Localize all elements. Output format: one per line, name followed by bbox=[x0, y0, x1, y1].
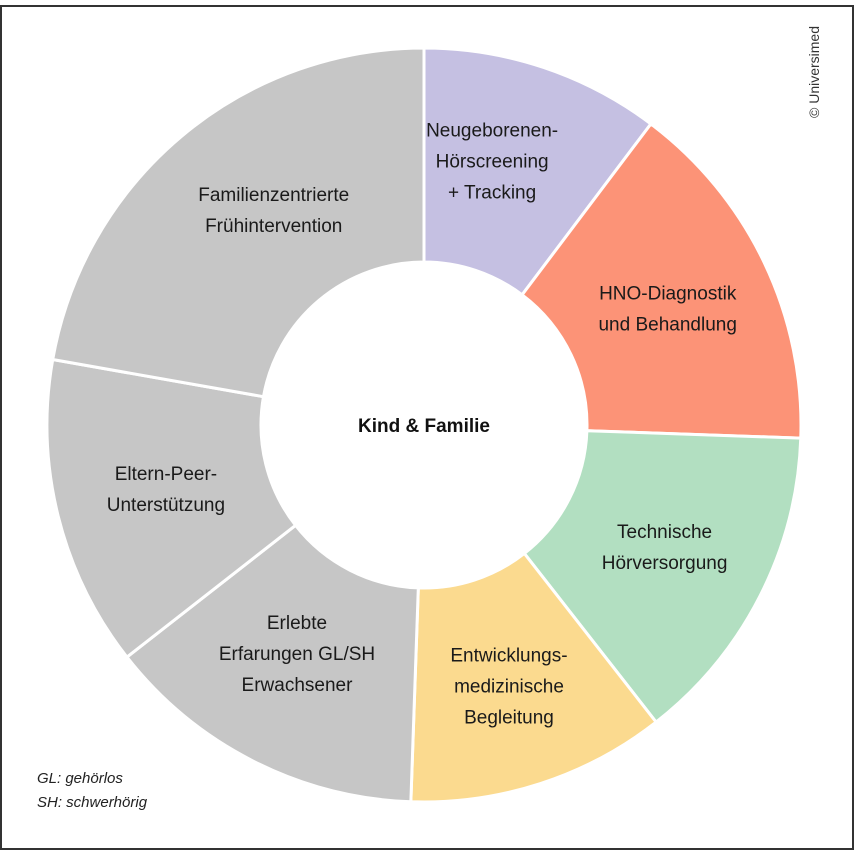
donut-segment bbox=[519, 121, 803, 440]
donut-segment bbox=[422, 46, 653, 297]
segment-label: HNO-Diagnostik und Behandlung bbox=[598, 283, 736, 335]
segment-label-line: und Behandlung bbox=[598, 314, 736, 335]
segment-label-line: Entwicklungs- bbox=[450, 646, 567, 667]
segment-label-line: Hörversorgung bbox=[602, 553, 728, 574]
segment-label-line: HNO-Diagnostik bbox=[599, 283, 737, 304]
segment-label: Eltern-Peer- Unterstützung bbox=[107, 464, 225, 516]
segment-label-line: Frühintervention bbox=[205, 216, 342, 237]
donut-segment bbox=[50, 46, 426, 399]
segment-label-line: + Tracking bbox=[448, 183, 536, 204]
segment-label-line: Hörscreening bbox=[436, 152, 549, 173]
segment-label-line: Technische bbox=[617, 522, 712, 543]
center-label: Kind & Familie bbox=[358, 416, 490, 437]
segment-label-line: Erwachsener bbox=[242, 675, 354, 696]
donut-segment bbox=[522, 429, 803, 725]
abbreviation-legend: GL: gehörlos SH: schwerhörig bbox=[37, 767, 147, 815]
segment-label-line: Unterstützung bbox=[107, 495, 225, 516]
segment-label-line: Neugeborenen- bbox=[426, 121, 558, 142]
segment-label-line: Eltern-Peer- bbox=[115, 464, 217, 485]
segment-label-line: medizinische bbox=[454, 677, 564, 698]
segment-label: Neugeborenen- Hörscreening + Tracking bbox=[426, 121, 558, 204]
legend-line-sh: SH: schwerhörig bbox=[37, 794, 148, 811]
segment-label-line: Erlebte bbox=[267, 613, 327, 634]
donut-segment bbox=[45, 357, 298, 660]
copyright-notice: © Universimed bbox=[806, 25, 822, 118]
segment-label-line: Begleitung bbox=[464, 708, 554, 729]
donut-segment bbox=[409, 551, 659, 804]
segment-label-line: Erfarungen GL/SH bbox=[219, 644, 375, 665]
legend-line-gl: GL: gehörlos bbox=[37, 770, 123, 787]
segment-label-line: Familienzentrierte bbox=[198, 185, 349, 206]
donut-segment bbox=[124, 523, 420, 804]
